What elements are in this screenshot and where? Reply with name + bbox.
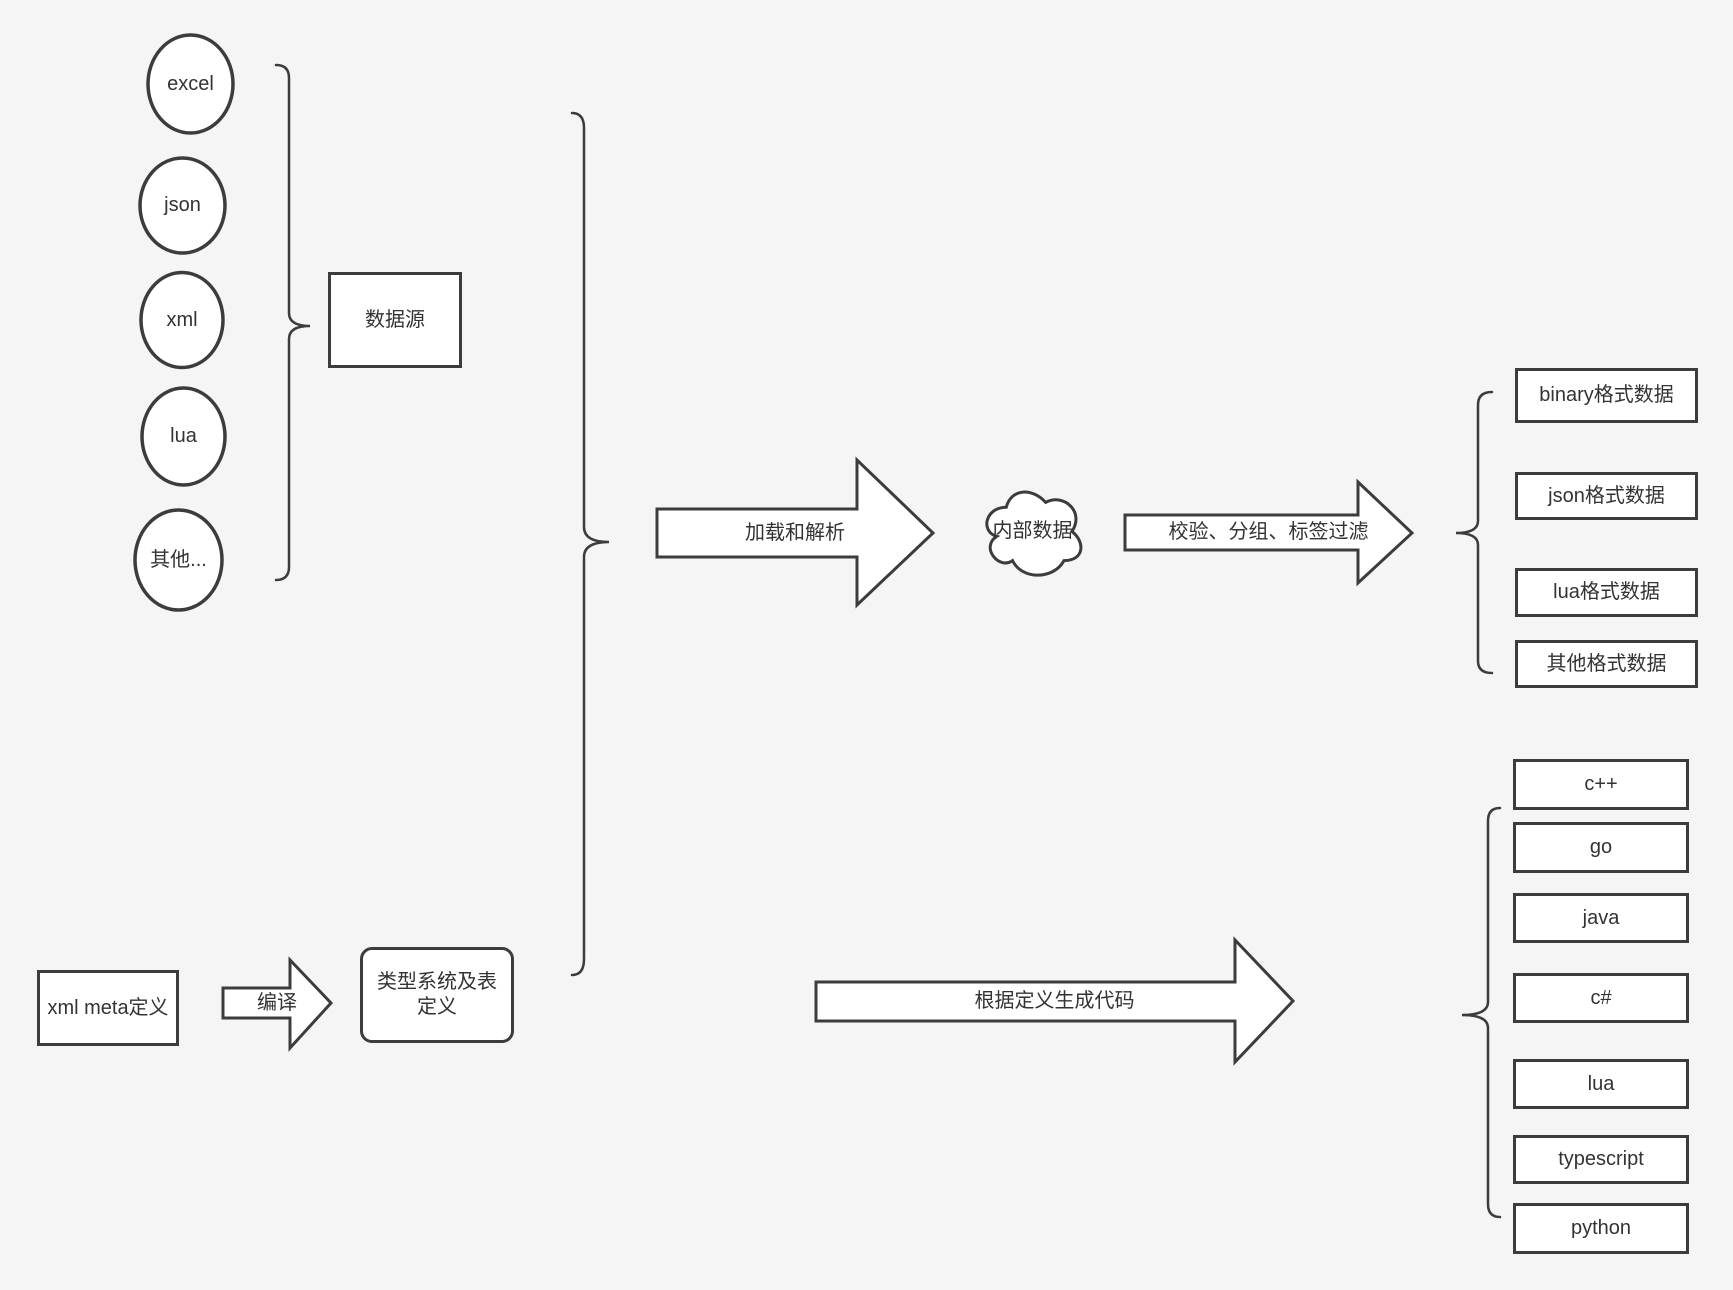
- language-box-csharp: c#: [1513, 973, 1689, 1023]
- arrow-label-compile: 编译: [257, 991, 297, 1014]
- arrow-filter: [1123, 478, 1415, 587]
- cloud-label-internal-data: 内部数据: [992, 520, 1073, 542]
- brace-languages: [1461, 806, 1502, 1219]
- cloud-internal-data: [985, 490, 1083, 577]
- language-box-go: go: [1513, 822, 1689, 873]
- format-box-lua: lua格式数据: [1515, 568, 1698, 617]
- format-box-binary: binary格式数据: [1515, 368, 1698, 423]
- xml-meta-box: xml meta定义: [37, 970, 179, 1046]
- language-box-java: java: [1513, 893, 1689, 943]
- arrow-compile: [221, 956, 334, 1052]
- arrow-label-load-parse: 加载和解析: [745, 521, 845, 544]
- source-ellipse-lua: [140, 386, 227, 487]
- arrow-generate-code: [814, 936, 1296, 1066]
- language-box-typescript: typescript: [1513, 1135, 1689, 1184]
- format-box-json: json格式数据: [1515, 472, 1698, 520]
- arrow-label-filter: 校验、分组、标签过滤: [1168, 521, 1369, 543]
- source-ellipse-json: [138, 156, 227, 255]
- source-label-lua: lua: [170, 425, 197, 447]
- language-box-lua: lua: [1513, 1059, 1689, 1109]
- brace-formats: [1455, 390, 1494, 675]
- source-label-json: json: [164, 194, 201, 216]
- arrow-load-parse: [655, 456, 936, 609]
- source-label-other: 其他...: [150, 548, 207, 571]
- source-label-excel: excel: [167, 72, 214, 95]
- source-label-xml: xml: [166, 309, 198, 331]
- source-ellipse-xml: [139, 270, 225, 370]
- source-ellipse-other: [133, 508, 224, 612]
- brace-sources: [274, 63, 311, 582]
- format-box-other: 其他格式数据: [1515, 640, 1698, 688]
- datasource-box: 数据源: [328, 272, 462, 368]
- language-box-python: python: [1513, 1203, 1689, 1254]
- source-ellipse-excel: [146, 33, 235, 135]
- language-box-cpp: c++: [1513, 759, 1689, 810]
- arrow-label-generate-code: 根据定义生成代码: [974, 990, 1135, 1012]
- brace-inputs-group: [570, 111, 610, 977]
- type-system-box: 类型系统及表定义: [360, 947, 514, 1043]
